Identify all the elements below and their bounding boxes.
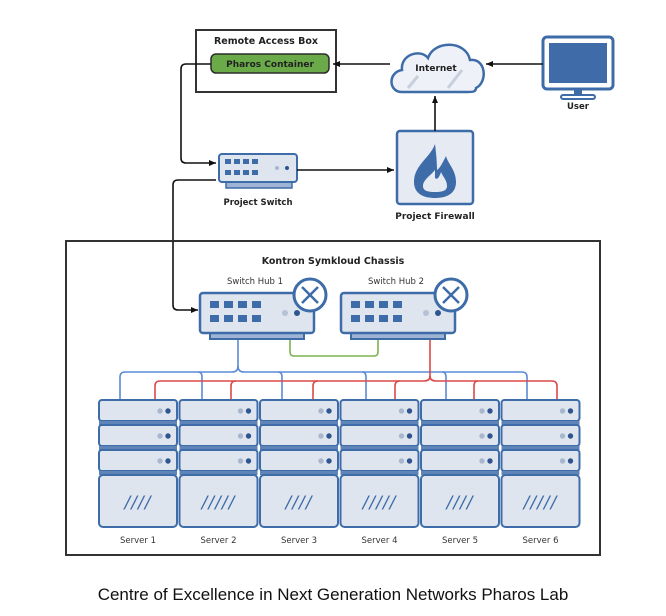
- server-3[interactable]: //// Server 3: [259, 399, 339, 546]
- server-rack-icon: /////: [500, 399, 581, 528]
- figure-caption: Centre of Excellence in Next Generation …: [97, 585, 569, 604]
- project-switch-label: Project Switch: [223, 198, 292, 208]
- network-diagram: Remote Access Box Pharos Container Inter…: [65, 29, 615, 556]
- server-label: Server 5: [442, 536, 478, 546]
- switch-icon: [218, 153, 298, 189]
- vent-slashes: ////: [284, 493, 314, 513]
- switch-hub-1[interactable]: Switch Hub 1: [198, 277, 328, 340]
- switch-hub-icon: [339, 291, 457, 340]
- internet-label: Internet: [415, 64, 457, 74]
- switch-hub-icon: [198, 291, 316, 340]
- pharos-container[interactable]: Pharos Container: [210, 53, 330, 74]
- server-6[interactable]: ///// Server 6: [500, 399, 581, 546]
- vent-slashes: ////: [445, 493, 475, 513]
- remote-access-box: Remote Access Box Pharos Container: [195, 29, 337, 93]
- switch-hubs: Switch Hub 1 Switch Hub 2: [198, 277, 469, 340]
- server-rack-icon: ////: [420, 399, 500, 528]
- server-5[interactable]: //// Server 5: [420, 399, 500, 546]
- server-label: Server 6: [523, 536, 559, 546]
- firewall-flame-icon: [395, 129, 475, 206]
- switch-hub-2[interactable]: Switch Hub 2: [339, 277, 469, 340]
- server-rack-icon: /////: [178, 399, 259, 528]
- internet-node[interactable]: Internet: [390, 43, 485, 94]
- remote-access-box-label: Remote Access Box: [214, 36, 318, 47]
- server-rack-icon: ////: [259, 399, 339, 528]
- chassis-label: Kontron Symkloud Chassis: [262, 256, 405, 267]
- switch-hub-label: Switch Hub 2: [368, 277, 424, 287]
- link-container-switch: [180, 63, 216, 166]
- router-x-icon: [433, 277, 469, 313]
- server-4[interactable]: ///// Server 4: [339, 399, 420, 546]
- chassis-cabling: [119, 338, 558, 400]
- user-label: User: [567, 102, 590, 112]
- server-label: Server 2: [201, 536, 237, 546]
- vent-slashes: /////: [200, 493, 237, 513]
- top-connections: [172, 61, 543, 313]
- red-links-hub2: [154, 338, 558, 400]
- link-hub1-hub2: [289, 338, 379, 357]
- server-rack-icon: /////: [339, 399, 420, 528]
- switch-hub-label: Switch Hub 1: [227, 277, 283, 287]
- project-firewall[interactable]: Project Firewall: [395, 129, 475, 222]
- chassis-box: Kontron Symkloud Chassis: [65, 240, 601, 556]
- router-x-icon: [292, 277, 328, 313]
- project-firewall-label: Project Firewall: [395, 212, 475, 222]
- vent-slashes: /////: [522, 493, 559, 513]
- server-label: Server 1: [120, 536, 156, 546]
- server-label: Server 3: [281, 536, 317, 546]
- vent-slashes: ////: [123, 493, 153, 513]
- blue-links-hub1: [119, 338, 528, 400]
- pharos-container-label: Pharos Container: [226, 60, 314, 70]
- servers: ////Server 1/////Server 2////Server 3///…: [98, 399, 581, 546]
- server-1[interactable]: //// Server 1: [98, 399, 178, 546]
- link-switch-hub1: [172, 179, 216, 313]
- vent-slashes: /////: [361, 493, 398, 513]
- server-label: Server 4: [362, 536, 398, 546]
- server-2[interactable]: ///// Server 2: [178, 399, 259, 546]
- project-switch[interactable]: Project Switch: [218, 153, 298, 208]
- user-node[interactable]: User: [541, 35, 615, 112]
- monitor-icon: [541, 35, 615, 100]
- server-rack-icon: ////: [98, 399, 178, 528]
